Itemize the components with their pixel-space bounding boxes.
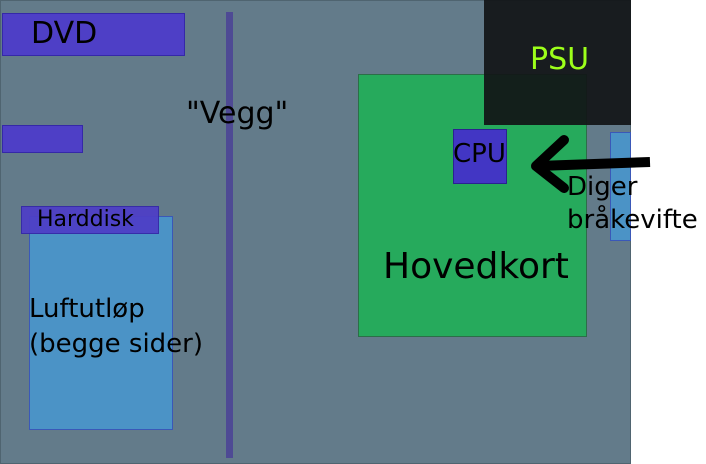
cpu-block [453,129,507,184]
cpu-label: CPU [453,139,506,169]
air-outlet-label-line1: Luftutløp [29,294,145,324]
airflow-arrow-icon [531,135,651,193]
arrow-head [531,135,569,193]
psu-label: PSU [530,42,590,77]
wall-label: "Vegg" [186,96,289,131]
air-outlet-label-line2: (begge sider) [29,329,204,359]
harddisk-label: Harddisk [37,207,134,232]
psu-block [484,0,631,125]
wall-divider [226,12,233,458]
arrow-shaft [537,157,651,171]
air-outlet [29,216,173,430]
harddisk-bay [21,206,159,234]
fan-label-line2: bråkevifte [567,205,698,235]
small-drive-bay [2,125,83,153]
dvd-label: DVD [31,16,98,51]
mainboard-label: Hovedkort [383,246,569,287]
dvd-drive-bay [2,13,185,56]
fan-label-line1: Diger [567,172,638,202]
